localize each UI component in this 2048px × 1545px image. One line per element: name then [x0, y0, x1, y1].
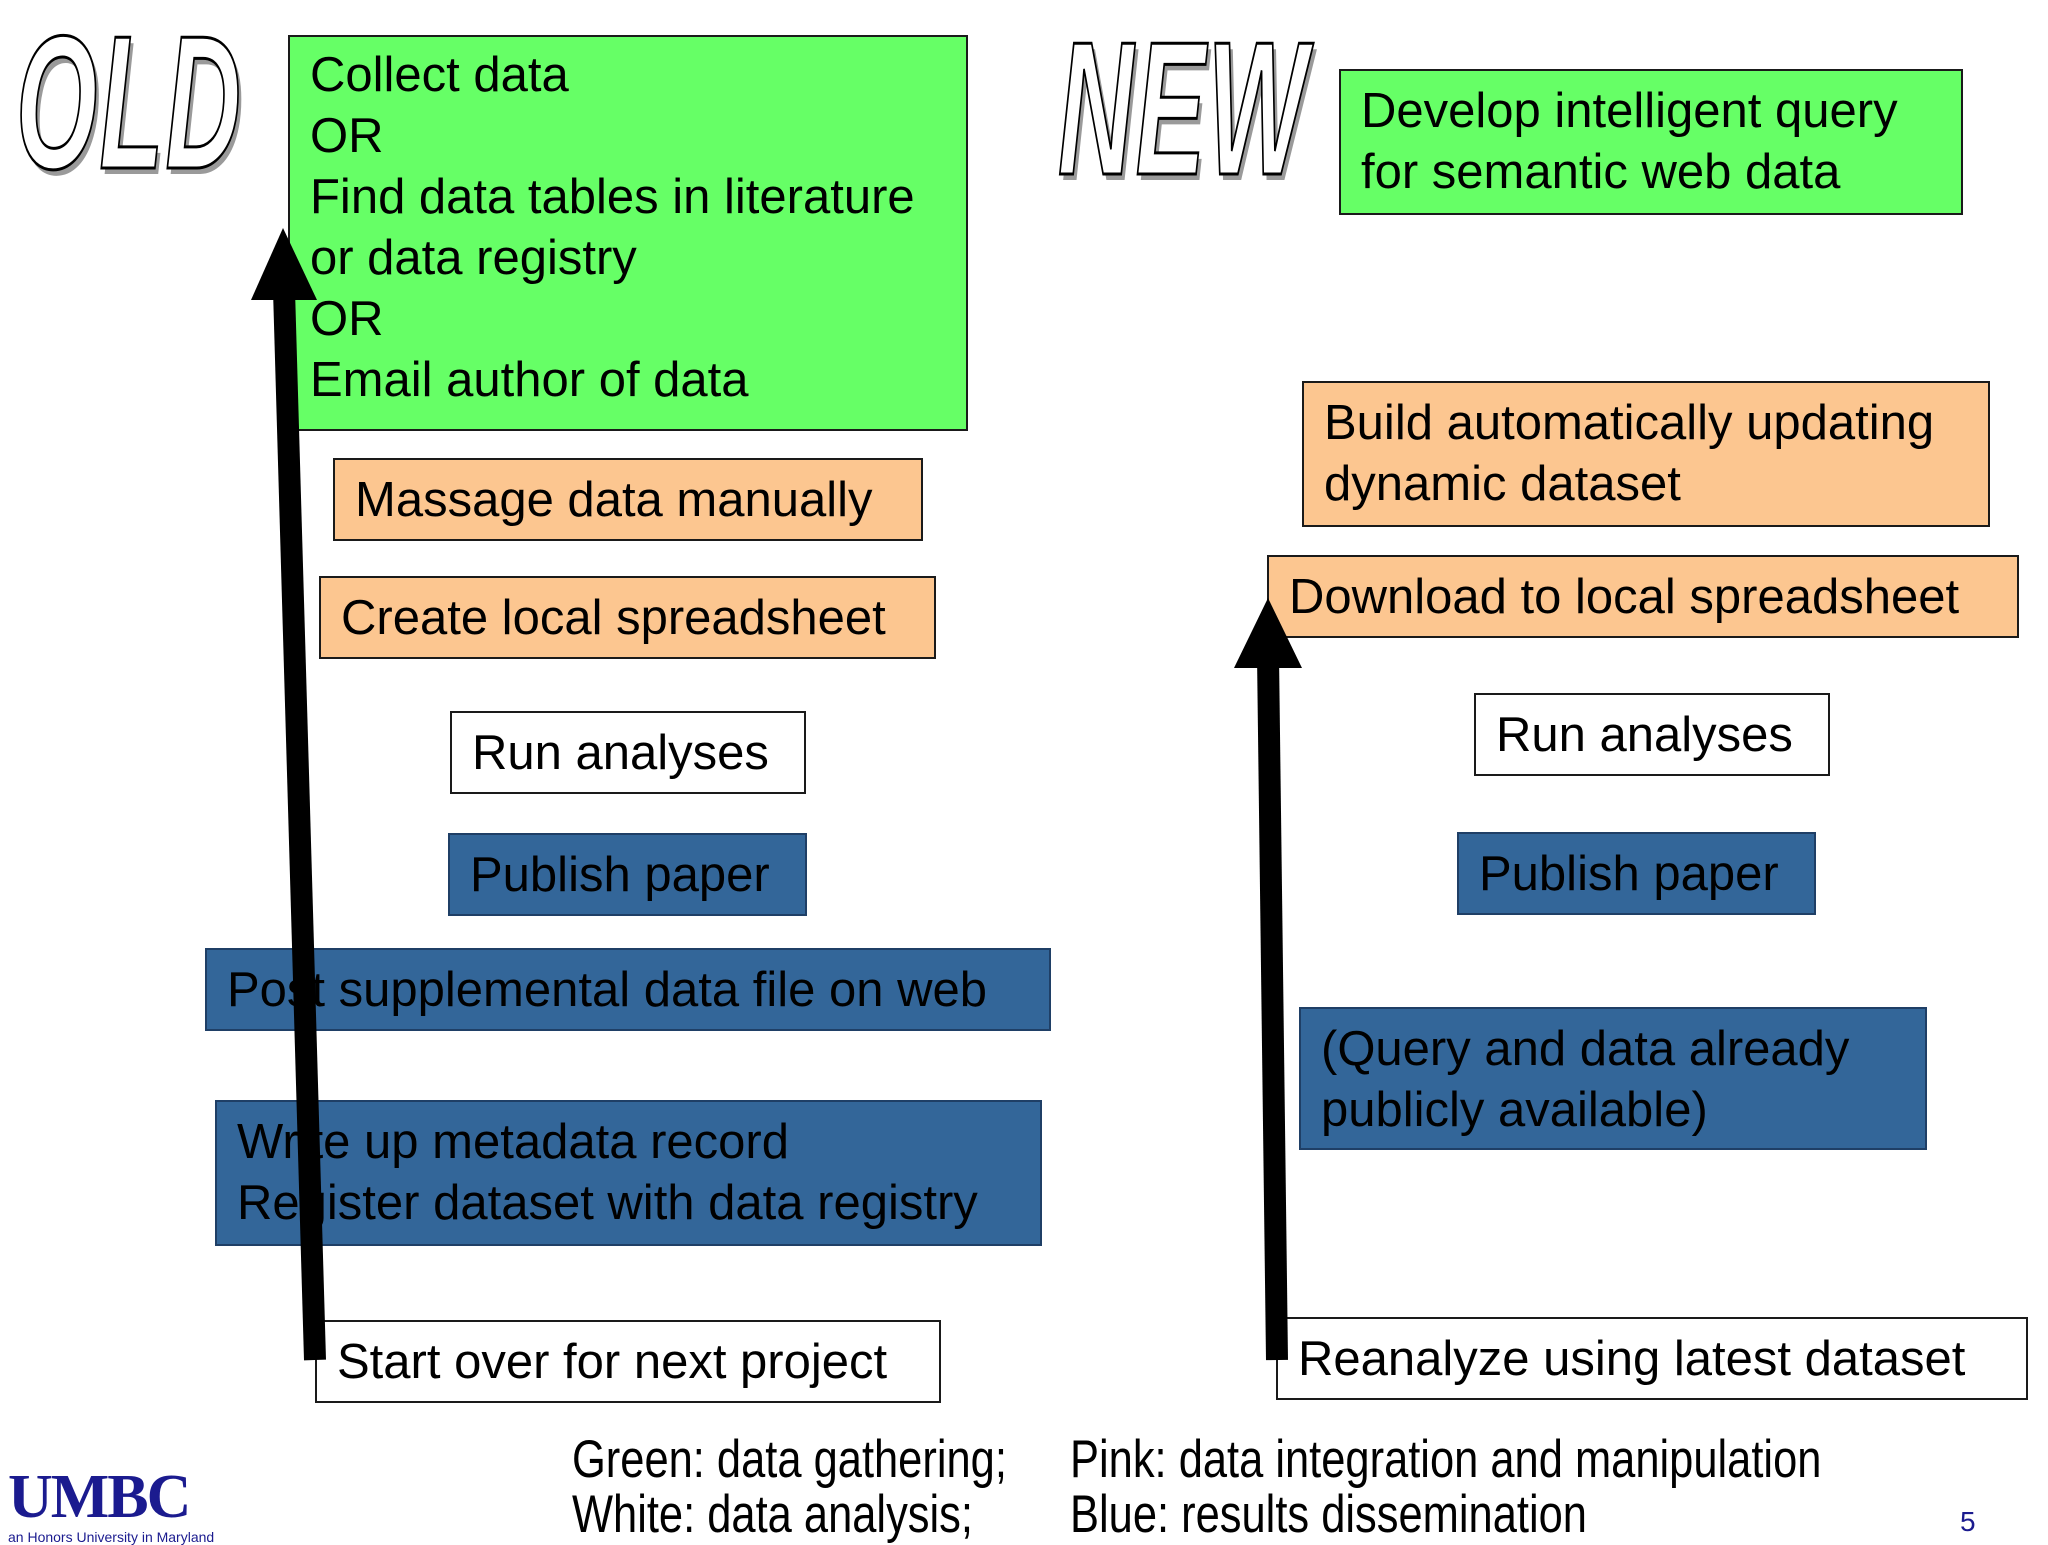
old-step-massage-data: Massage data manually — [333, 458, 923, 541]
new-step-query-available: (Query and data already publicly availab… — [1299, 1007, 1927, 1150]
old-step-metadata-record: Write up metadata record Register datase… — [215, 1100, 1042, 1246]
old-heading: OLD — [15, 0, 244, 209]
legend-pink: Pink: data integration and manipulation — [1070, 1430, 1822, 1489]
old-step-publish-paper: Publish paper — [448, 833, 807, 916]
old-step-start-over: Start over for next project — [315, 1320, 941, 1403]
umbc-logo: UMBC — [8, 1463, 191, 1531]
new-cycle-arrow-shaft — [1257, 654, 1288, 1361]
new-step-publish-paper: Publish paper — [1457, 832, 1816, 915]
old-step-collect-data: Collect data OR Find data tables in lite… — [288, 35, 968, 431]
new-step-build-dataset: Build automatically updating dynamic dat… — [1302, 381, 1990, 527]
legend-blue: Blue: results dissemination — [1070, 1485, 1587, 1544]
new-step-run-analyses: Run analyses — [1474, 693, 1830, 776]
new-step-download-spreadsheet: Download to local spreadsheet — [1267, 555, 2019, 638]
legend-white: White: data analysis; — [572, 1485, 973, 1544]
old-step-run-analyses: Run analyses — [450, 711, 806, 794]
page-number: 5 — [1960, 1506, 1976, 1537]
legend-green: Green: data gathering; — [572, 1430, 1007, 1489]
old-step-create-spreadsheet: Create local spreadsheet — [319, 576, 936, 659]
umbc-tagline: an Honors University in Maryland — [8, 1529, 215, 1545]
old-step-post-supplemental: Post supplemental data file on web — [205, 948, 1051, 1031]
new-heading: NEW — [1057, 3, 1309, 215]
new-step-develop-query: Develop intelligent query for semantic w… — [1339, 69, 1963, 215]
new-step-reanalyze: Reanalyze using latest dataset — [1276, 1317, 2028, 1400]
